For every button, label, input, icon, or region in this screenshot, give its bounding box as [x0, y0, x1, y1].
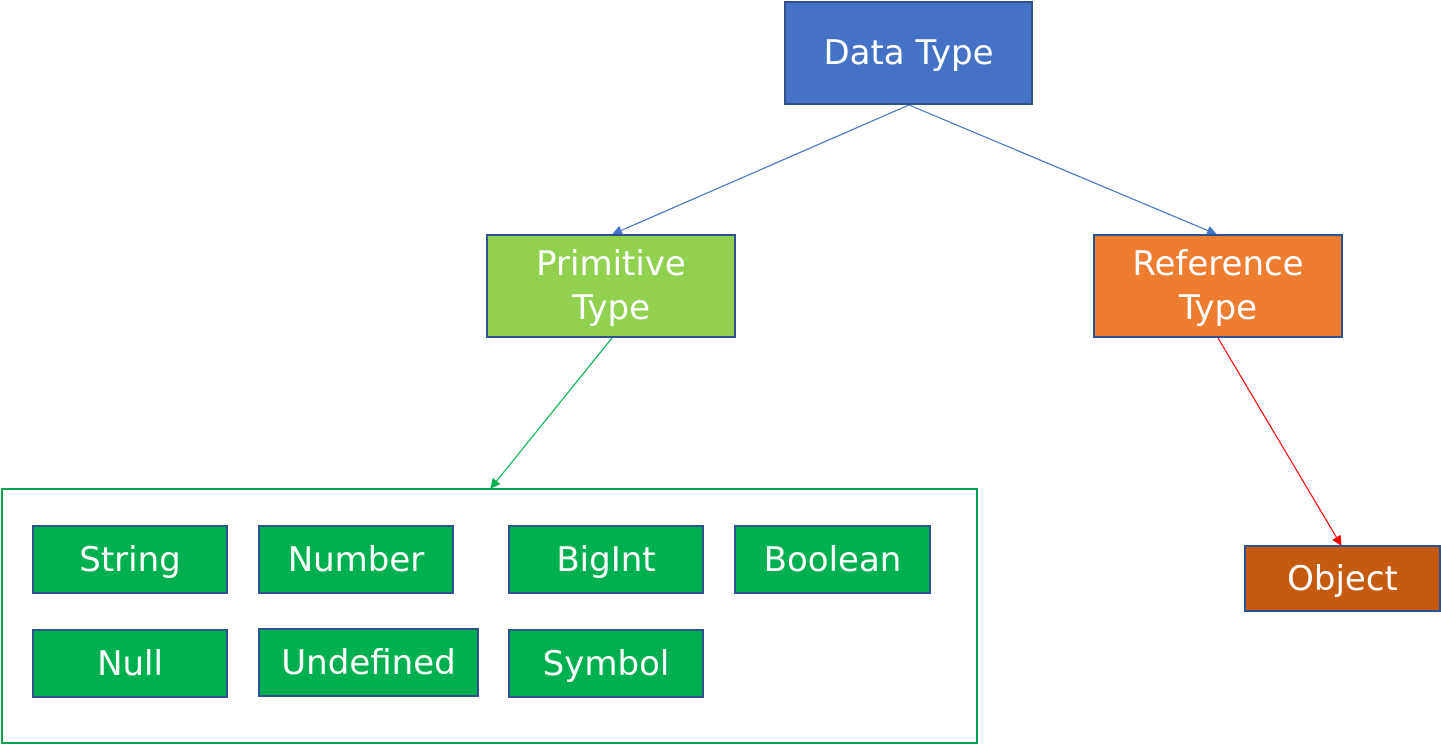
primitive-types-group [1, 488, 978, 744]
edge-datatype-to-primitive [612, 104, 910, 235]
edge-datatype-to-reference [908, 104, 1217, 236]
reference-type-node: Reference Type [1093, 234, 1343, 338]
edge-reference-to-object [1217, 337, 1342, 546]
boolean-type-node: Boolean [734, 525, 931, 594]
data-type-node: Data Type [784, 1, 1033, 105]
symbol-type-node: Symbol [508, 629, 704, 698]
primitive-type-node: Primitive Type [486, 234, 736, 338]
object-node: Object [1244, 545, 1441, 612]
number-type-node: Number [258, 525, 454, 594]
bigint-type-node: BigInt [508, 525, 704, 594]
null-type-node: Null [32, 629, 228, 698]
undefined-type-node: Undefined [258, 628, 479, 697]
edge-primitive-to-types [490, 337, 613, 489]
string-type-node: String [32, 525, 228, 594]
